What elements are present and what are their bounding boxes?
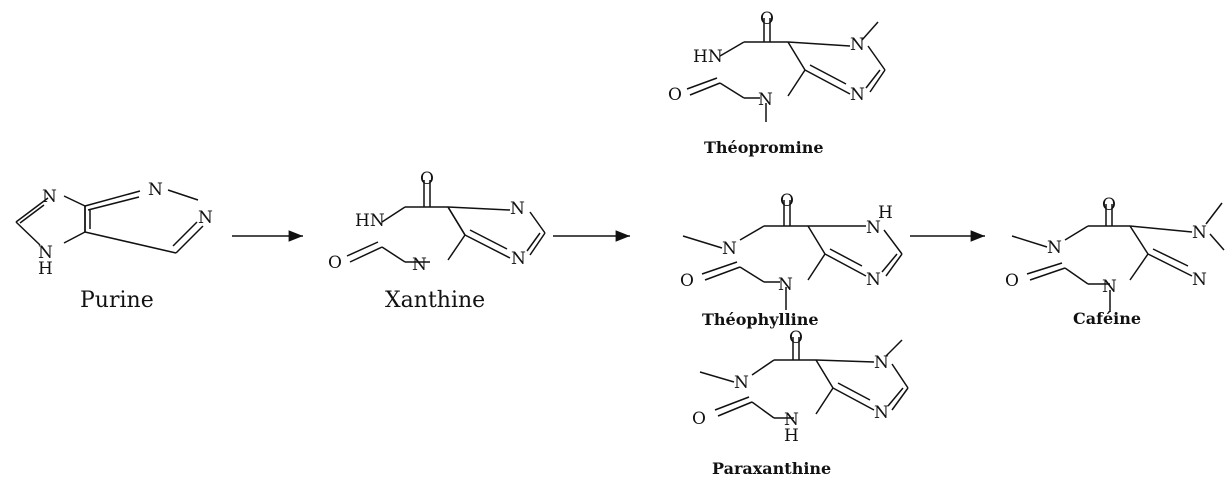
purine-n1: N <box>198 208 213 228</box>
cafeine-o2: O <box>1005 271 1019 291</box>
cafeine-n3: N <box>1102 277 1117 297</box>
xanthine-o2: O <box>328 253 342 273</box>
theophylline-h7: H <box>878 203 893 223</box>
paraxanthine-o2: O <box>692 409 706 429</box>
theophylline-structure <box>682 200 903 310</box>
paraxanthine-n3: N <box>784 410 799 430</box>
cafeine-structure <box>1011 202 1225 312</box>
purine-n3: N <box>148 180 163 200</box>
paraxanthine-o6: O <box>789 328 803 348</box>
cafeine-o6: O <box>1102 195 1116 215</box>
xanthine-n9: N <box>511 249 526 269</box>
theopromine-label: Théopromine <box>704 138 824 157</box>
theopromine-hn1: HN <box>693 47 723 67</box>
theopromine-structure <box>686 18 886 122</box>
cafeine-n1: N <box>1047 238 1062 258</box>
cafeine-n9: N <box>1192 270 1207 290</box>
paraxanthine-label: Paraxanthine <box>712 459 831 478</box>
xanthine-o6: O <box>420 169 434 189</box>
purine-structure <box>15 189 204 254</box>
xanthine-label: Xanthine <box>385 288 485 313</box>
theophylline-n1: N <box>722 239 737 259</box>
theophylline-n9: N <box>866 270 881 290</box>
purine-n9: N <box>38 243 53 263</box>
paraxanthine-n1: N <box>734 373 749 393</box>
theopromine-n9: N <box>850 85 865 105</box>
cafeine-label: Caféine <box>1073 309 1141 328</box>
theopromine-o2: O <box>668 85 682 105</box>
purine-h9: H <box>38 259 53 279</box>
paraxanthine-n9: N <box>874 403 889 423</box>
theopromine-n3: N <box>758 90 773 110</box>
purine-label: Purine <box>80 288 154 313</box>
theophylline-n7: N <box>866 218 881 238</box>
theophylline-n3: N <box>778 275 793 295</box>
theophylline-label: Théophylline <box>702 310 819 329</box>
xanthine-n7: N <box>510 199 525 219</box>
xanthine-structure <box>346 180 546 263</box>
xanthine-n3: N <box>412 255 427 275</box>
theophylline-o6: O <box>780 191 794 211</box>
xanthine-hn1: HN <box>355 211 385 231</box>
theopromine-o6: O <box>760 9 774 29</box>
paraxanthine-n7: N <box>874 353 889 373</box>
theophylline-o2: O <box>680 271 694 291</box>
cafeine-n7: N <box>1192 223 1207 243</box>
paraxanthine-h3: H <box>784 426 799 446</box>
theopromine-n7: N <box>850 35 865 55</box>
purine-n7: N <box>42 187 57 207</box>
paraxanthine-structure <box>699 337 909 419</box>
